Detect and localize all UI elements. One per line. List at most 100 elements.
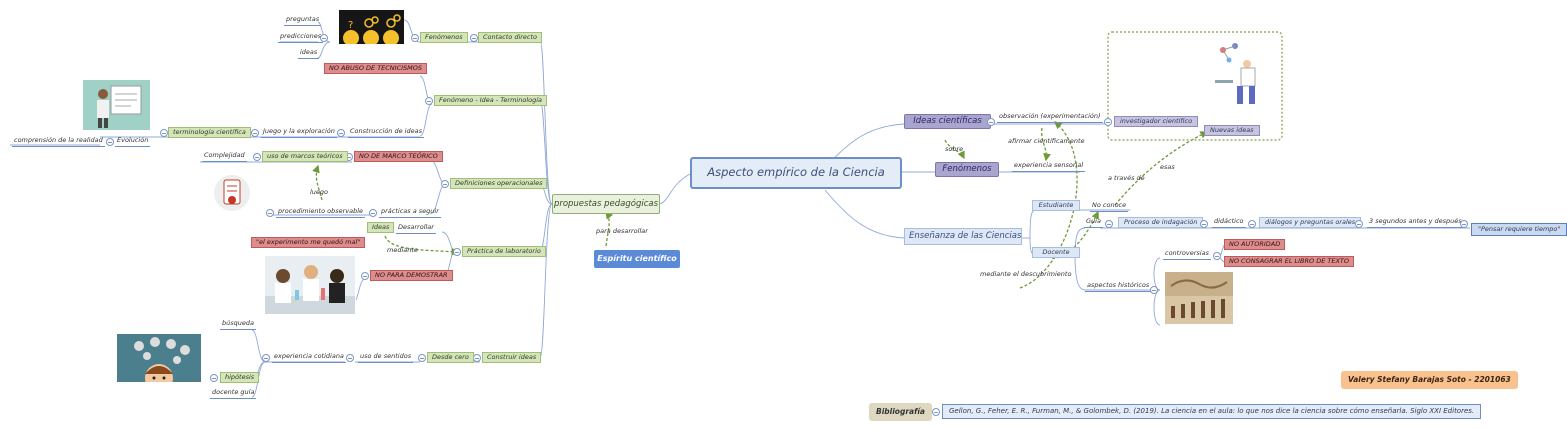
collapse-icon[interactable] [418, 354, 426, 362]
no-autoridad[interactable]: NO AUTORIDAD [1224, 239, 1286, 250]
a-traves-label: a través de [1108, 174, 1145, 182]
collapse-icon[interactable] [369, 209, 377, 217]
desde-cero[interactable]: Desde cero [427, 352, 474, 363]
collapse-icon[interactable] [425, 97, 433, 105]
collapse-icon[interactable] [210, 374, 218, 382]
terminologia-cientifica[interactable]: terminología científica [168, 127, 251, 138]
investigador-cientifico[interactable]: investigador científico [1114, 116, 1199, 127]
mediante-descubrimiento-label: mediante el descubrimiento [980, 270, 1072, 278]
desarrollar[interactable]: Desarrollar [396, 224, 436, 234]
uso-sentidos[interactable]: uso de sentidos [358, 353, 414, 363]
preguntas[interactable]: preguntas [284, 16, 322, 26]
definiciones-operacionales[interactable]: Definiciones operacionales [450, 178, 548, 189]
emoji-image: ? [339, 10, 404, 44]
contacto-directo[interactable]: Contacto directo [478, 32, 543, 43]
controversias[interactable]: controversias [1163, 250, 1211, 260]
tres-segundos[interactable]: 3 segundos antes y después [1367, 218, 1464, 228]
procedimiento-observable[interactable]: procedimiento observable [276, 208, 366, 218]
practicas-seguir[interactable]: prácticas a seguir [379, 208, 441, 218]
no-para-demostrar[interactable]: NO PARA DEMOSTRAR [370, 270, 453, 281]
collapse-icon[interactable] [337, 129, 345, 137]
no-consagrar-libro[interactable]: NO CONSAGRAR EL LIBRO DE TEXTO [1224, 256, 1355, 267]
collapse-icon[interactable] [470, 34, 478, 42]
aspectos-historicos[interactable]: aspectos históricos [1085, 282, 1152, 292]
collapse-icon[interactable] [253, 153, 261, 161]
fenomenos-left[interactable]: Fenómenos [420, 32, 468, 43]
afirmar-label: afirmar científicamente [1008, 137, 1085, 145]
central-topic[interactable]: Aspecto empírico de la Ciencia [690, 157, 902, 189]
checklist-image [212, 174, 252, 212]
observacion[interactable]: observación (experimentación) [997, 113, 1103, 123]
collapse-icon[interactable] [1104, 118, 1112, 126]
predicciones[interactable]: predicciones [278, 33, 324, 43]
experimento-quote[interactable]: "el experimento me quedó mal" [251, 237, 366, 248]
collapse-icon[interactable] [441, 180, 449, 188]
collapse-icon[interactable] [160, 129, 168, 137]
esas-label: esas [1160, 163, 1175, 171]
sobre-label: sobre [945, 145, 964, 153]
collapse-icon[interactable] [1213, 252, 1221, 260]
collapse-icon[interactable] [932, 408, 940, 416]
ideas-tag[interactable]: Ideas [367, 222, 395, 233]
collapse-icon[interactable] [473, 354, 481, 362]
collapse-icon[interactable] [361, 272, 369, 280]
docente-guia[interactable]: docente guía [210, 389, 257, 399]
ideas-cientificas[interactable]: Ideas científicas [904, 114, 991, 129]
collapse-icon[interactable] [346, 354, 354, 362]
proceso-indagacion[interactable]: Proceso de indagación [1118, 217, 1204, 228]
no-conoce[interactable]: No conoce [1090, 202, 1129, 212]
propuestas-topic[interactable]: propuestas pedagógicas [552, 194, 660, 214]
svg-text:?: ? [348, 20, 353, 31]
collapse-icon[interactable] [1105, 220, 1113, 228]
comprension-realidad[interactable]: comprensión de la realidad [12, 137, 105, 147]
construir-ideas[interactable]: Construir ideas [482, 352, 542, 363]
para-desarrollar-label: para desarrollar [596, 227, 648, 235]
collapse-icon[interactable] [1248, 220, 1256, 228]
busqueda[interactable]: búsqueda [220, 320, 256, 330]
mediante-label: mediante [387, 246, 418, 254]
practica-laboratorio[interactable]: Práctica de laboratorio [462, 246, 546, 257]
espiritu-topic[interactable]: Espíritu científico [594, 250, 680, 268]
scientist-image [1213, 40, 1271, 112]
fenomeno-idea-terminologia[interactable]: Fenómeno - Idea - Terminología [434, 95, 548, 106]
collapse-icon[interactable] [987, 118, 995, 126]
construccion-ideas[interactable]: Construcción de ideas [348, 128, 424, 138]
nuevas-ideas[interactable]: Nuevas ideas [1204, 125, 1260, 136]
collapse-icon[interactable] [1355, 220, 1363, 228]
fenomenos-right[interactable]: Fenómenos [935, 162, 999, 177]
bibliografia-label[interactable]: Bibliografía [869, 403, 932, 421]
luego-label: luego [310, 188, 329, 196]
collapse-icon[interactable] [266, 209, 274, 217]
uso-marcos-teoricos[interactable]: uso de marcos teóricos [262, 151, 348, 162]
collapse-icon[interactable] [320, 34, 328, 42]
no-abuso-tecnicismos[interactable]: NO ABUSO DE TECNICISMOS [324, 63, 428, 74]
pensar-requiere-tiempo[interactable]: "Pensar requiere tiempo" [1471, 223, 1567, 236]
collapse-icon[interactable] [1200, 220, 1208, 228]
collapse-icon[interactable] [106, 138, 114, 146]
collapse-icon[interactable] [1460, 220, 1468, 228]
complejidad[interactable]: Complejidad [202, 152, 247, 162]
experiencia-cotidiana[interactable]: experiencia cotidiana [272, 353, 346, 363]
didactico[interactable]: didáctico [1212, 218, 1246, 228]
history-evolution-image [1165, 272, 1233, 324]
estudiante[interactable]: Estudiante [1032, 200, 1080, 211]
evolucion[interactable]: Evolución [115, 137, 151, 147]
experiencia-sensorial[interactable]: experiencia sensorial [1012, 162, 1086, 172]
no-marco-teorico[interactable]: NO DE MARCO TEÓRICO [354, 151, 443, 162]
teacher-image [83, 80, 150, 130]
collapse-icon[interactable] [1150, 286, 1158, 294]
guia[interactable]: Guía [1084, 218, 1103, 228]
juego-exploracion[interactable]: Juego y la exploración [261, 128, 337, 138]
lab-children-image [265, 256, 355, 314]
dialogos-preguntas[interactable]: diálogos y preguntas orales [1259, 217, 1362, 228]
ensenanza-ciencias[interactable]: Enseñanza de las Ciencias [904, 228, 1022, 245]
docente[interactable]: Docente [1032, 247, 1080, 258]
hipotesis[interactable]: hipótesis [220, 372, 260, 383]
collapse-icon[interactable] [251, 129, 259, 137]
ideas-left[interactable]: ideas [298, 49, 320, 59]
collapse-icon[interactable] [453, 248, 461, 256]
author-badge: Valery Stefany Barajas Soto - 2201063 [1341, 371, 1518, 389]
collapse-icon[interactable] [262, 354, 270, 362]
collapse-icon[interactable] [411, 34, 419, 42]
